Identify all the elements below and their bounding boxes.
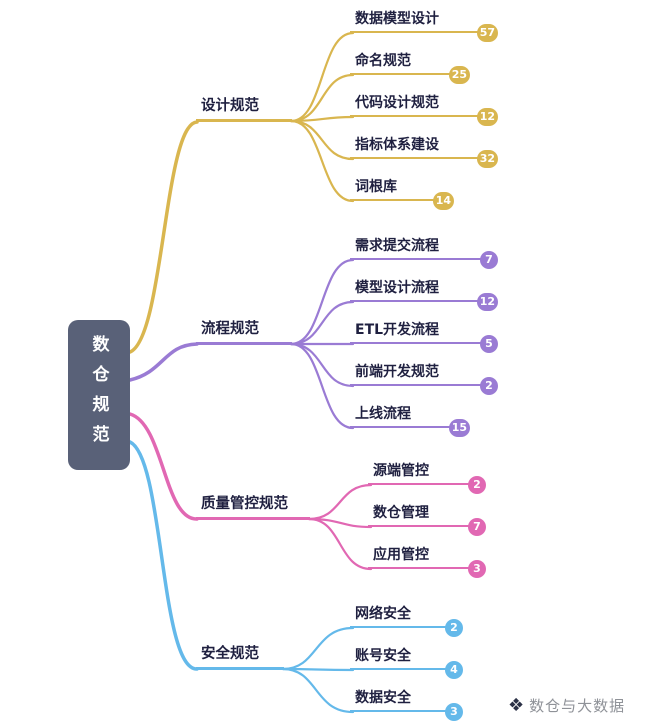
leaf-connector <box>289 342 355 430</box>
leaf-connector <box>289 342 355 388</box>
leaf-node[interactable]: 数仓管理 7 <box>368 501 486 536</box>
branch-connector <box>128 342 199 382</box>
leaf-node[interactable]: 前端开发规范 2 <box>350 360 498 395</box>
count-badge[interactable]: 5 <box>480 335 498 353</box>
leaf-connector <box>307 517 373 571</box>
branch-connector <box>128 440 199 671</box>
leaf-node[interactable]: 上线流程 15 <box>350 402 470 437</box>
count-badge[interactable]: 3 <box>445 703 463 721</box>
count-badge[interactable]: 7 <box>480 251 498 269</box>
leaf-connector <box>289 119 355 161</box>
count-badge[interactable]: 2 <box>480 377 498 395</box>
root-label: 数仓规范 <box>88 335 109 455</box>
leaf-node[interactable]: 需求提交流程 7 <box>350 234 498 269</box>
branch-node-quality[interactable]: 质量管控规范 <box>196 492 310 520</box>
leaf-node[interactable]: 模型设计流程 12 <box>350 276 498 311</box>
leaf-label: 数据安全 <box>355 690 411 706</box>
leaf-label: 指标体系建设 <box>355 137 439 153</box>
leaf-connector <box>307 483 373 521</box>
leaf-connector <box>289 119 355 203</box>
branch-label: 安全规范 <box>201 646 259 662</box>
leaf-node[interactable]: 代码设计规范 12 <box>350 91 498 126</box>
leaf-label: 上线流程 <box>355 406 411 422</box>
leaf-label: 源端管控 <box>373 463 429 479</box>
count-badge[interactable]: 15 <box>448 419 470 437</box>
leaf-label: 账号安全 <box>355 648 411 664</box>
leaf-node[interactable]: 词根库 14 <box>350 175 454 210</box>
leaf-label: 数仓管理 <box>373 505 429 521</box>
count-badge[interactable]: 25 <box>448 66 470 84</box>
count-badge[interactable]: 7 <box>468 518 486 536</box>
leaf-node[interactable]: ETL开发流程 5 <box>350 318 498 353</box>
leaf-connector <box>289 258 355 346</box>
leaf-node[interactable]: 账号安全 4 <box>350 644 463 679</box>
branch-node-process[interactable]: 流程规范 <box>196 317 292 345</box>
leaf-label: ETL开发流程 <box>355 322 440 338</box>
leaf-node[interactable]: 数据安全 3 <box>350 686 463 721</box>
count-badge[interactable]: 14 <box>432 192 454 210</box>
leaf-node[interactable]: 指标体系建设 32 <box>350 133 498 168</box>
count-badge[interactable]: 57 <box>476 24 498 42</box>
leaf-node[interactable]: 网络安全 2 <box>350 602 463 637</box>
watermark: ❖ 数仓与大数据 <box>508 695 625 716</box>
leaf-label: 模型设计流程 <box>355 280 439 296</box>
leaf-node[interactable]: 命名规范 25 <box>350 49 470 84</box>
leaf-label: 数据模型设计 <box>355 11 439 27</box>
leaf-node[interactable]: 数据模型设计 57 <box>350 7 498 42</box>
count-badge[interactable]: 12 <box>476 108 498 126</box>
watermark-text: 数仓与大数据 <box>529 697 626 715</box>
leaf-label: 前端开发规范 <box>355 364 439 380</box>
root-node[interactable]: 数仓规范 <box>68 320 130 470</box>
branch-node-security[interactable]: 安全规范 <box>196 642 284 670</box>
count-badge[interactable]: 4 <box>445 661 463 679</box>
branch-label: 设计规范 <box>201 98 259 114</box>
count-badge[interactable]: 2 <box>445 619 463 637</box>
leaf-label: 词根库 <box>355 179 397 195</box>
leaf-connector <box>281 626 355 671</box>
leaf-connector <box>289 300 355 346</box>
leaf-node[interactable]: 应用管控 3 <box>368 543 486 578</box>
leaf-label: 命名规范 <box>355 53 411 69</box>
watermark-logo-icon: ❖ <box>508 694 525 716</box>
branch-node-design[interactable]: 设计规范 <box>196 94 292 122</box>
count-badge[interactable]: 2 <box>468 476 486 494</box>
leaf-label: 应用管控 <box>373 547 429 563</box>
branch-connector <box>128 120 199 354</box>
leaf-label: 网络安全 <box>355 606 411 622</box>
leaf-node[interactable]: 源端管控 2 <box>368 459 486 494</box>
leaf-label: 代码设计规范 <box>355 95 439 111</box>
count-badge[interactable]: 12 <box>476 293 498 311</box>
branch-connector <box>128 412 199 521</box>
leaf-connector <box>281 667 355 714</box>
branch-label: 质量管控规范 <box>201 496 288 512</box>
count-badge[interactable]: 3 <box>468 560 486 578</box>
leaf-label: 需求提交流程 <box>355 238 439 254</box>
count-badge[interactable]: 32 <box>476 150 498 168</box>
leaf-connector <box>289 31 355 123</box>
branch-label: 流程规范 <box>201 321 259 337</box>
leaf-connector <box>289 73 355 123</box>
